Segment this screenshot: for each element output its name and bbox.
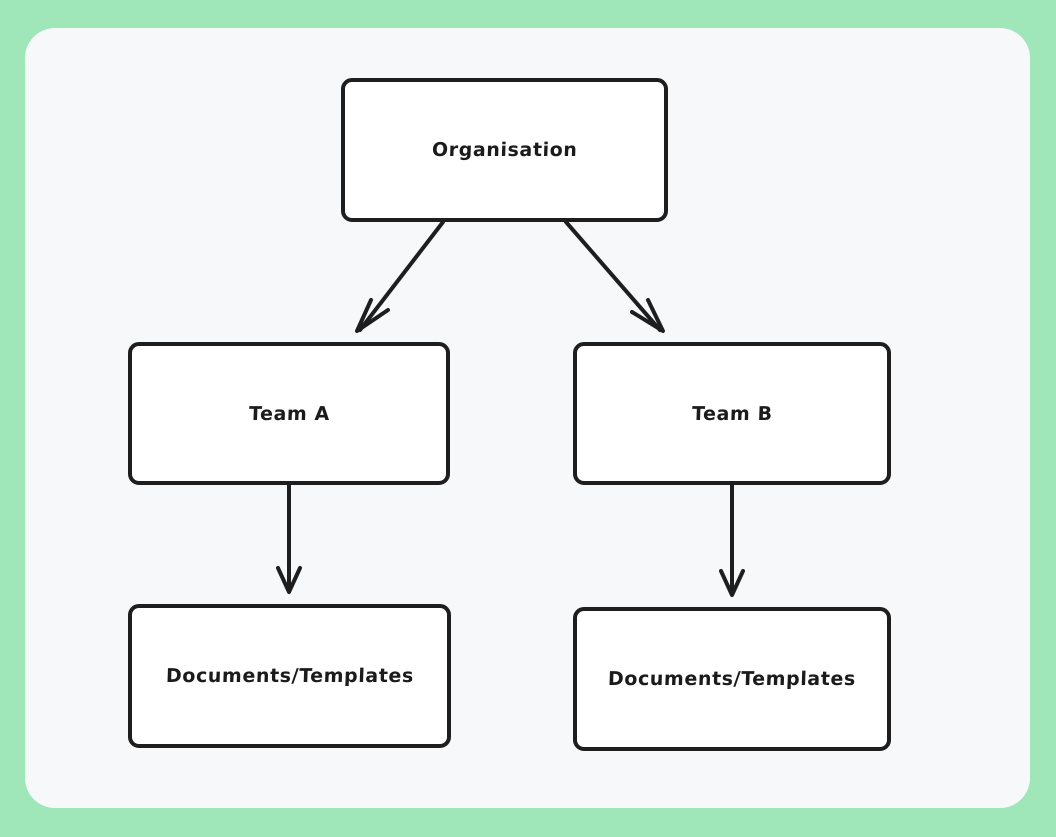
node-documents-templates-a-label: Documents/Templates: [165, 665, 414, 687]
node-team-b[interactable]: Team B: [573, 342, 891, 485]
node-documents-templates-b-label: Documents/Templates: [607, 668, 857, 690]
node-team-b-label: Team B: [691, 402, 773, 425]
node-documents-templates-b[interactable]: Documents/Templates: [573, 607, 891, 751]
node-team-a[interactable]: Team A: [128, 342, 450, 485]
node-team-a-label: Team A: [248, 402, 330, 425]
node-documents-templates-a[interactable]: Documents/Templates: [128, 604, 451, 748]
node-organisation[interactable]: Organisation: [341, 78, 668, 222]
node-organisation-label: Organisation: [431, 139, 578, 161]
